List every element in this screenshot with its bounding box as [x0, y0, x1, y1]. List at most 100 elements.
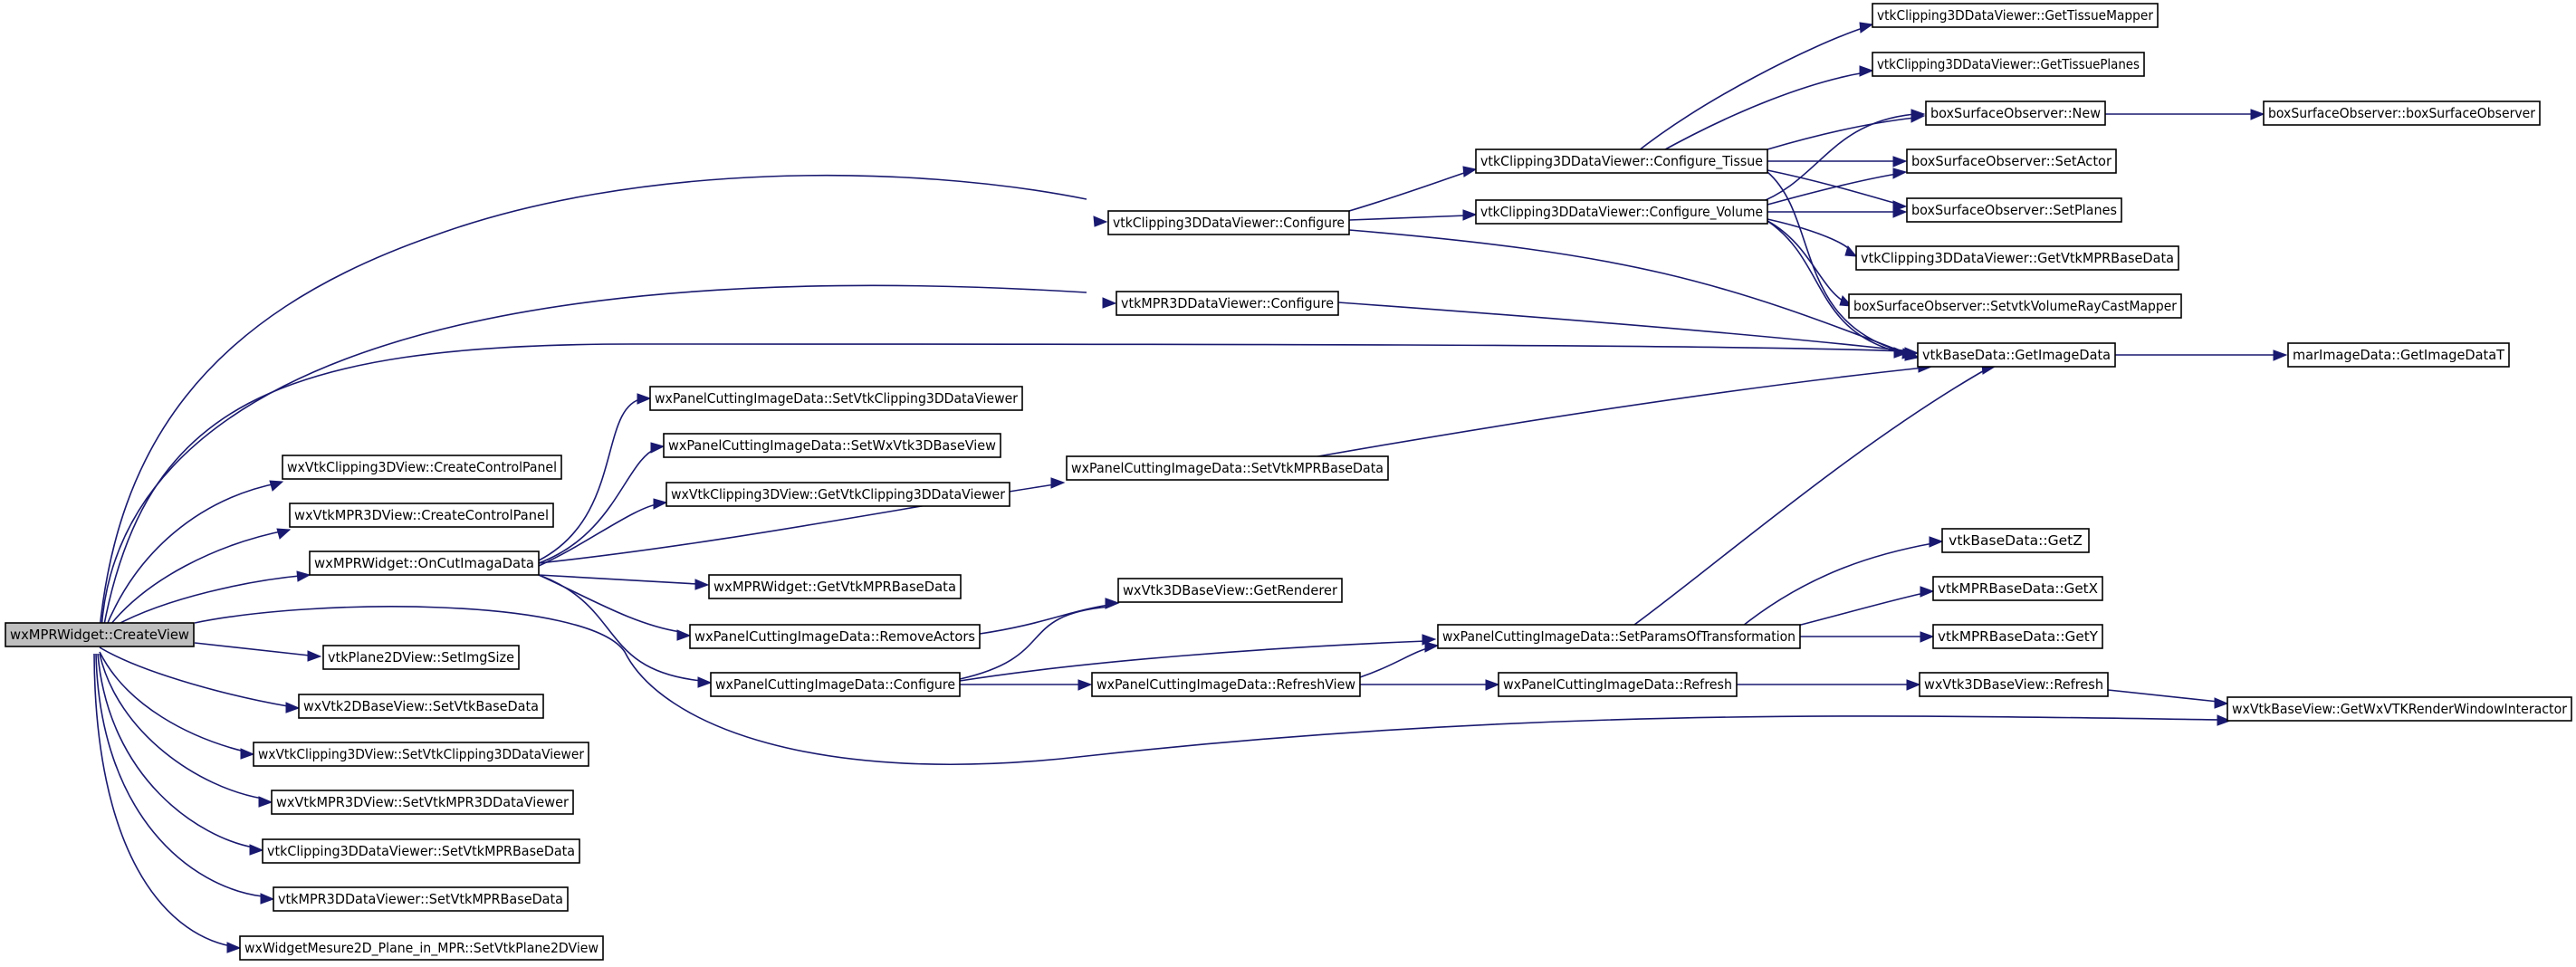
- node-label: wxWidgetMesure2D_Plane_in_MPR::SetVtkPla…: [244, 940, 599, 957]
- edge-paneconfigure-to-getrenderer: [959, 598, 1120, 680]
- node-pc-setmpr[interactable]: wxPanelCuttingImageData::SetVtkMPRBaseDa…: [1066, 455, 1389, 481]
- node-box: [1855, 245, 2179, 271]
- node-mesure[interactable]: wxWidgetMesure2D_Plane_in_MPR::SetVtkPla…: [239, 935, 604, 961]
- node-label: wxMPRWidget::OnCutImagaData: [314, 555, 534, 571]
- node-mar-getimg[interactable]: marImageData::GetImageDataT: [2287, 342, 2510, 368]
- node-label: vtkMPRBaseData::GetX: [1938, 580, 2098, 597]
- node-box: [322, 645, 520, 670]
- node-mpr-cfg[interactable]: vtkMPR3DDataViewer::Configure: [1116, 291, 1339, 316]
- node-box: [1117, 578, 1343, 603]
- node-box: [663, 433, 1001, 458]
- node-label: marImageData::GetImageDataT: [2293, 347, 2504, 363]
- node-label: wxVtkBaseView::GetWxVTKRenderWindowInter…: [2232, 701, 2568, 717]
- node-label: boxSurfaceObserver::boxSurfaceObserver: [2268, 105, 2536, 121]
- node-box: [1848, 293, 2182, 319]
- node-label: boxSurfaceObserver::New: [1930, 105, 2101, 121]
- node-label: vtkClipping3DDataViewer::Configure_Tissu…: [1480, 153, 1763, 170]
- edge-volume-to-setactor: [1767, 168, 1908, 206]
- edge-createview-to-setclippingviewer: [99, 651, 255, 760]
- edge-volume-to-setplanes: [1767, 206, 1908, 218]
- node-base-getz[interactable]: vtkBaseData::GetZ: [1941, 528, 2090, 553]
- node-label: wxPanelCuttingImageData::SetVtkClipping3…: [655, 390, 1019, 407]
- edge-refreshview-to-setparams: [1359, 641, 1440, 678]
- node-box: [5, 622, 195, 647]
- node-wx3d-getren[interactable]: wxVtk3DBaseView::GetRenderer: [1117, 578, 1343, 603]
- node-oncut[interactable]: wxMPRWidget::OnCutImagaData: [309, 551, 540, 576]
- node-box: [271, 790, 574, 815]
- edge-paneconfigure-to-refreshview: [960, 679, 1093, 691]
- node-bso-planes[interactable]: boxSurfaceObserver::SetPlanes: [1906, 197, 2122, 223]
- edge-createview-to-mpr3dview-createcontrolpanel: [106, 528, 292, 630]
- edge-tissue-to-tissueplanes: [1656, 65, 1874, 155]
- node-base-getimg[interactable]: vtkBaseData::GetImageData: [1917, 342, 2116, 368]
- node-label: vtkPlane2DView::SetImgSize: [328, 649, 514, 665]
- edge-createview-to-clipping3d-configure: [99, 174, 1108, 630]
- node-label: vtkClipping3DDataViewer::Configure: [1113, 215, 1345, 231]
- edge-oncut-to-paneconfigure: [538, 574, 713, 688]
- edge-refreshview-to-refresh: [1360, 679, 1500, 691]
- node-box: [2263, 101, 2541, 126]
- node-c3d-tplanes[interactable]: vtkClipping3DDataViewer::GetTissuePlanes: [1872, 52, 2145, 77]
- node-mpr-getx[interactable]: vtkMPRBaseData::GetX: [1932, 576, 2103, 601]
- node-box: [1941, 528, 2090, 553]
- node-label: wxVtk2DBaseView::SetVtkBaseData: [303, 698, 539, 714]
- node-mpr-setmpr[interactable]: vtkMPR3DDataViewer::SetVtkMPRBaseData: [273, 886, 569, 912]
- node-bso-raycast[interactable]: boxSurfaceObserver::SetvtkVolumeRayCastM…: [1848, 293, 2182, 319]
- node-bso-ctor[interactable]: boxSurfaceObserver::boxSurfaceObserver: [2263, 101, 2541, 126]
- node-w-getmpr[interactable]: wxMPRWidget::GetVtkMPRBaseData: [708, 574, 962, 599]
- node-mprv-ccp[interactable]: wxVtkMPR3DView::CreateControlPanel: [289, 503, 554, 528]
- node-label: wxVtkClipping3DView::CreateControlPanel: [287, 459, 557, 475]
- edge-getimagedata-to-getimagedatat: [2115, 349, 2288, 361]
- node-wx3d-refresh[interactable]: wxVtk3DBaseView::Refresh: [1919, 672, 2109, 697]
- edge-clipping-configure-to-volume: [1348, 209, 1478, 221]
- node-pc-setc3d[interactable]: wxPanelCuttingImageData::SetVtkClipping3…: [649, 386, 1023, 411]
- node-root[interactable]: wxMPRWidget::CreateView: [5, 622, 195, 647]
- node-box: [1872, 3, 2159, 28]
- node-box: [2226, 696, 2572, 722]
- node-pc-refresh[interactable]: wxPanelCuttingImageData::Refresh: [1498, 672, 1738, 697]
- node-box: [649, 386, 1023, 411]
- edge-oncut-to-setclipping3dviewer: [538, 393, 652, 561]
- edge-setmprbasedata-to-getimagedata: [1312, 361, 1933, 458]
- node-box: [1906, 148, 2117, 174]
- edge-volume-to-getvtkmprbasedata: [1767, 218, 1858, 257]
- node-box: [282, 455, 562, 480]
- node-c3d-tmapper[interactable]: vtkClipping3DDataViewer::GetTissueMapper: [1872, 3, 2159, 28]
- node-box: [2287, 342, 2510, 368]
- node-c3d-tissue[interactable]: vtkClipping3DDataViewer::Configure_Tissu…: [1475, 148, 1768, 174]
- node-c3d-setmpr[interactable]: vtkClipping3DDataViewer::SetVtkMPRBaseDa…: [262, 838, 580, 864]
- edge-createview-to-getwxvtkrenderwindowinteractor: [194, 606, 2232, 765]
- node-label: boxSurfaceObserver::SetvtkVolumeRayCastM…: [1853, 298, 2178, 314]
- node-c3d-cfg[interactable]: vtkClipping3DDataViewer::Configure: [1107, 210, 1350, 235]
- node-pc-cfg[interactable]: wxPanelCuttingImageData::Configure: [710, 672, 961, 697]
- node-label: boxSurfaceObserver::SetActor: [1911, 153, 2112, 169]
- call-graph-nodes: wxMPRWidget::CreateViewvtkClipping3DData…: [5, 3, 2572, 961]
- node-c3dv-setviewer[interactable]: wxVtkClipping3DView::SetVtkClipping3DDat…: [253, 742, 589, 767]
- node-bso-actor[interactable]: boxSurfaceObserver::SetActor: [1906, 148, 2117, 174]
- node-pc-params[interactable]: wxPanelCuttingImageData::SetParamsOfTran…: [1437, 624, 1801, 649]
- node-p2d-size[interactable]: vtkPlane2DView::SetImgSize: [322, 645, 520, 670]
- node-box: [1091, 672, 1361, 697]
- edge-clipping-configure-to-tissue: [1348, 166, 1478, 212]
- node-mprv-setviewer[interactable]: wxVtkMPR3DView::SetVtkMPR3DDataViewer: [271, 790, 574, 815]
- node-box: [708, 574, 962, 599]
- node-pc-setwx3d[interactable]: wxPanelCuttingImageData::SetWxVtk3DBaseV…: [663, 433, 1001, 458]
- node-label: wxVtkClipping3DView::SetVtkClipping3DDat…: [258, 746, 585, 762]
- node-c3d-volume[interactable]: vtkClipping3DDataViewer::Configure_Volum…: [1475, 199, 1768, 225]
- node-c3dv-ccp[interactable]: wxVtkClipping3DView::CreateControlPanel: [282, 455, 562, 480]
- node-v2d-setbase[interactable]: wxVtk2DBaseView::SetVtkBaseData: [298, 694, 544, 719]
- node-box: [262, 838, 580, 864]
- node-box: [1932, 624, 2103, 649]
- node-label: vtkClipping3DDataViewer::SetVtkMPRBaseDa…: [267, 843, 575, 859]
- node-box: [1116, 291, 1339, 316]
- node-wxbase-getiren[interactable]: wxVtkBaseView::GetWxVTKRenderWindowInter…: [2226, 696, 2572, 722]
- node-bso-new[interactable]: boxSurfaceObserver::New: [1925, 101, 2106, 126]
- node-label: wxVtkMPR3DView::CreateControlPanel: [294, 507, 549, 523]
- node-c3d-getmpr[interactable]: vtkClipping3DDataViewer::GetVtkMPRBaseDa…: [1855, 245, 2179, 271]
- node-c3dv-get[interactable]: wxVtkClipping3DView::GetVtkClipping3DDat…: [666, 482, 1010, 507]
- node-pc-refview[interactable]: wxPanelCuttingImageData::RefreshView: [1091, 672, 1361, 697]
- node-label: wxVtk3DBaseView::GetRenderer: [1123, 582, 1338, 598]
- node-pc-remove[interactable]: wxPanelCuttingImageData::RemoveActors: [689, 624, 981, 649]
- node-mpr-gety[interactable]: vtkMPRBaseData::GetY: [1932, 624, 2103, 649]
